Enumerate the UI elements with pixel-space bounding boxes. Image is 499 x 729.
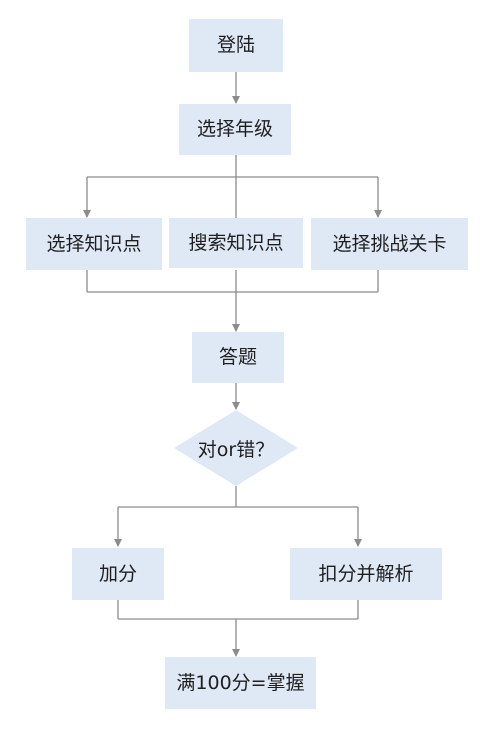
choose-knowledge-point-node: 选择知识点 (26, 218, 162, 270)
choose-knowledge-point-label: 选择知识点 (46, 232, 142, 255)
login-label: 登陆 (216, 34, 255, 56)
full-score-mastered-label: 满100分=掌握 (176, 671, 305, 694)
search-knowledge-point-label: 搜索知识点 (188, 231, 284, 254)
choose-challenge-level-label: 选择挑战关卡 (332, 232, 447, 255)
add-points-node: 加分 (72, 548, 164, 600)
choose-grade-label: 选择年级 (196, 118, 273, 140)
deduct-and-explain-node: 扣分并解析 (290, 548, 442, 600)
answer-label: 答题 (218, 346, 257, 368)
full-score-mastered-node: 满100分=掌握 (165, 657, 316, 709)
choose-grade-node: 选择年级 (179, 104, 291, 155)
login-node: 登陆 (189, 19, 283, 72)
choose-challenge-level-node: 选择挑战关卡 (311, 218, 468, 270)
answer-node: 答题 (192, 332, 284, 383)
deduct-and-explain-label: 扣分并解析 (318, 562, 414, 585)
search-knowledge-point-node: 搜索知识点 (169, 218, 303, 268)
add-points-label: 加分 (98, 562, 137, 585)
decision-node: 对or错？ (174, 410, 298, 486)
decision-label: 对or错？ (197, 438, 275, 461)
decision-diamond (174, 410, 298, 486)
